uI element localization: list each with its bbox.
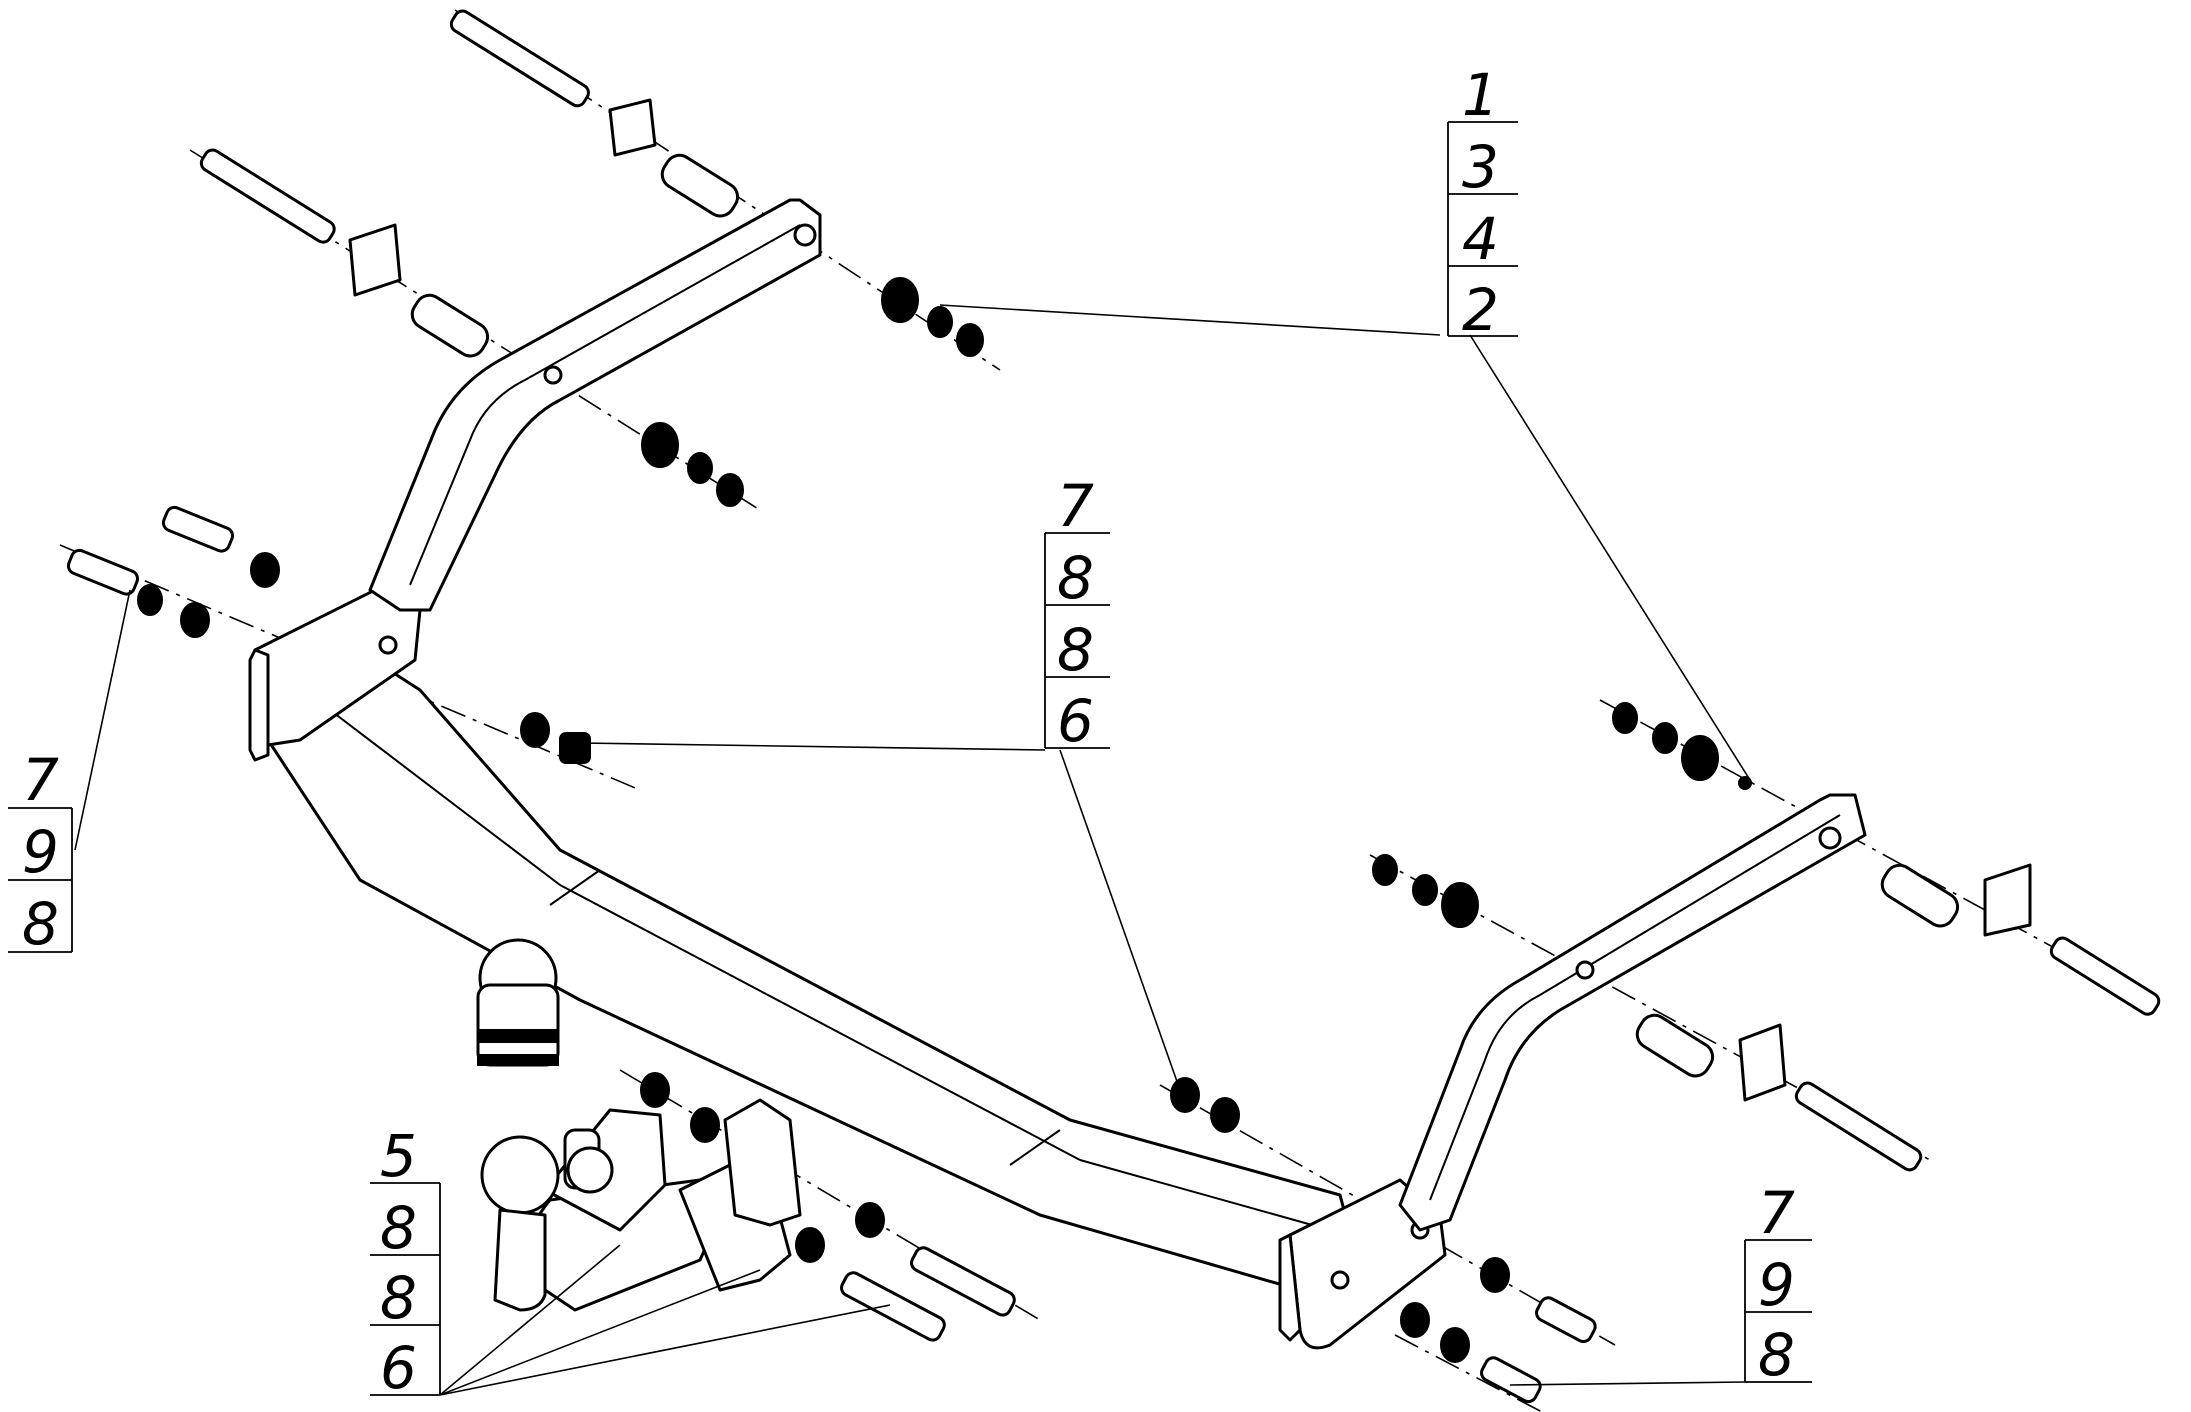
callout-number: 7 bbox=[22, 746, 59, 814]
callout-number: 5 bbox=[380, 1122, 417, 1190]
callout-number: 6 bbox=[1057, 687, 1094, 755]
left-bracket-arm bbox=[368, 198, 822, 612]
callout-number: 9 bbox=[22, 818, 59, 886]
callout-number: 8 bbox=[380, 1264, 417, 1332]
callout-number: 2 bbox=[1462, 276, 1499, 344]
callout-table-upper-right: 1 3 4 2 bbox=[1447, 61, 1518, 344]
leader-lines bbox=[74, 304, 1751, 1396]
callout-number: 8 bbox=[380, 1194, 417, 1262]
tow-ball-assembly bbox=[480, 1098, 802, 1312]
callout-table-center: 7 8 8 6 bbox=[1044, 472, 1110, 755]
callout-number: 4 bbox=[1462, 205, 1499, 273]
square-plates bbox=[348, 98, 2032, 1102]
callout-table-bottom-left: 5 8 8 6 bbox=[370, 1122, 441, 1402]
short-bolts bbox=[66, 505, 1597, 1404]
callout-number: 8 bbox=[1057, 544, 1094, 612]
callout-number: 9 bbox=[1758, 1251, 1795, 1319]
callout-number: 7 bbox=[1057, 472, 1094, 540]
washers-and-nuts bbox=[137, 277, 1752, 1363]
callout-number: 8 bbox=[1758, 1321, 1795, 1389]
cross-beam bbox=[266, 630, 1362, 1292]
callout-table-bottom-right: 7 9 8 bbox=[1744, 1179, 1812, 1389]
callout-number: 1 bbox=[1462, 61, 1499, 129]
callout-number: 8 bbox=[1057, 616, 1094, 684]
callout-number: 6 bbox=[380, 1334, 417, 1402]
callout-number: 8 bbox=[22, 890, 59, 958]
callout-number: 7 bbox=[1758, 1179, 1795, 1247]
callout-table-left: 7 9 8 bbox=[8, 746, 73, 958]
spacer-sleeves bbox=[410, 153, 1960, 1078]
right-bracket-arm bbox=[1398, 793, 1867, 1232]
callout-number: 3 bbox=[1462, 133, 1499, 201]
long-bolts bbox=[199, 9, 2161, 1172]
socket-cap bbox=[476, 938, 560, 1067]
